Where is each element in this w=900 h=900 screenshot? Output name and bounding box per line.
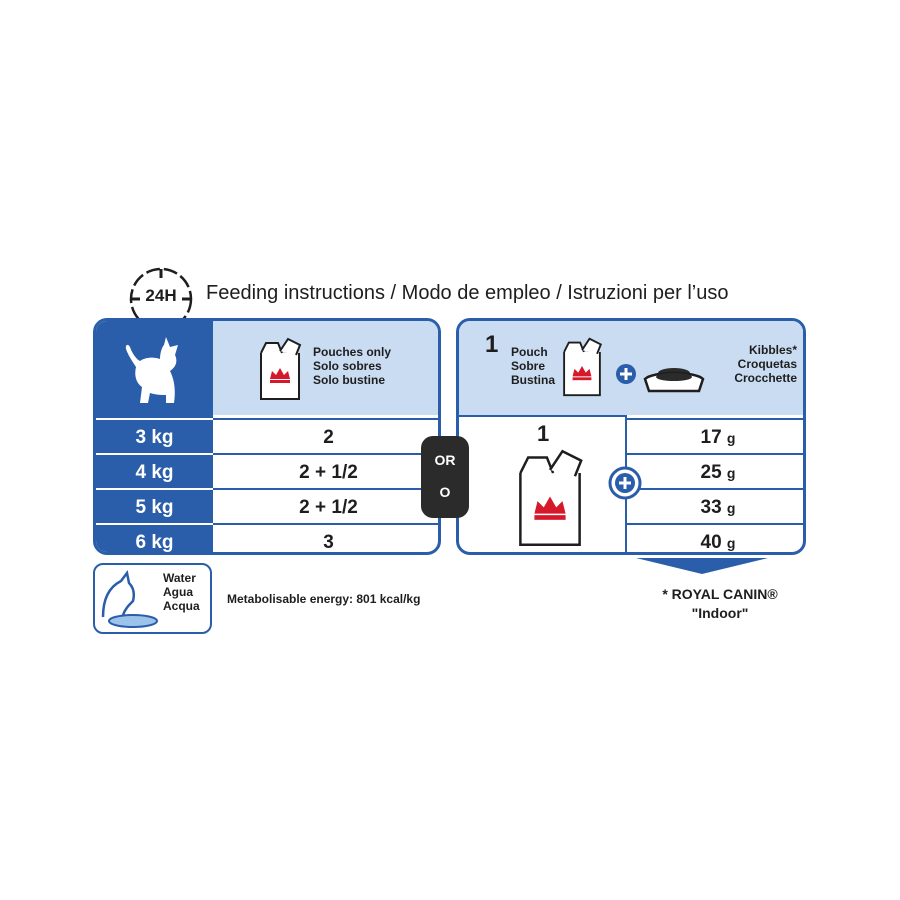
kibble-unit: g xyxy=(726,500,736,516)
pouch-label-es: Sobre xyxy=(511,359,546,373)
weight-cell: 3 kg xyxy=(96,418,213,453)
pouch-header-cell: Pouches only Solo sobres Solo bustine xyxy=(213,321,438,415)
or-label-es: O xyxy=(439,484,451,500)
kibble-unit: g xyxy=(726,465,736,481)
pouch-count-cell: 2 + 1/2 xyxy=(213,453,438,488)
kibble-amount-cell: 25 g xyxy=(627,453,803,488)
kibble-amount-value: 17 xyxy=(700,427,722,448)
plus-icon xyxy=(616,364,636,384)
pouch-label-it: Solo bustine xyxy=(313,373,385,387)
cat-header-cell xyxy=(96,321,213,415)
kibble-amount-cell: 17 g xyxy=(627,418,803,453)
pouch-label-en: Pouches only xyxy=(313,345,392,359)
clock-label: 24H xyxy=(145,286,177,305)
kibbles-label-es: Croquetas xyxy=(737,357,797,371)
kibble-amount-cell: 40 g xyxy=(627,523,803,553)
mixed-feeding-table: 1 Pouch Sobre Bustina Kibbles* Croquetas… xyxy=(456,318,806,555)
kibble-unit: g xyxy=(726,535,736,551)
page-title: Feeding instructions / Modo de empleo / … xyxy=(206,282,729,304)
kibble-bowl-icon xyxy=(643,368,705,393)
water-label-it: Acqua xyxy=(163,599,200,613)
kibble-amount-value: 33 xyxy=(700,497,722,518)
kibbles-label-en: Kibbles* xyxy=(748,343,797,357)
footnote-product: "Indoor" xyxy=(691,605,749,621)
weight-column xyxy=(96,415,213,552)
cat-drinking-water-icon xyxy=(101,570,158,628)
kibble-amount-value: 40 xyxy=(700,532,722,553)
footnote-brand: * ROYAL CANIN® xyxy=(662,586,778,602)
pouch-count-cell: 2 + 1/2 xyxy=(213,488,438,523)
weight-cell: 5 kg xyxy=(96,488,213,523)
cat-icon xyxy=(125,337,178,403)
water-label-en: Water xyxy=(163,571,196,585)
pouches-only-table: Pouches only Solo sobres Solo bustine 3 … xyxy=(93,318,441,555)
pouch-icon xyxy=(563,337,603,397)
pouch-label-en: Pouch xyxy=(511,345,548,359)
weight-cell: 6 kg xyxy=(96,523,213,552)
pouch-label-it: Bustina xyxy=(511,373,556,387)
pouch-icon xyxy=(260,337,302,400)
weight-cell: 4 kg xyxy=(96,453,213,488)
metabolisable-energy: Metabolisable energy: 801 kcal/kg xyxy=(227,592,421,606)
pouch-count: 1 xyxy=(485,331,499,358)
kibble-amount-cell: 33 g xyxy=(627,488,803,523)
pouch-icon xyxy=(519,449,583,547)
or-badge: OR O xyxy=(421,436,469,518)
footnote: * ROYAL CANIN® "Indoor" xyxy=(620,585,820,623)
kibble-unit: g xyxy=(726,430,736,446)
kibbles-label-it: Crocchette xyxy=(734,371,797,385)
plus-circle-icon xyxy=(608,466,642,500)
water-box: Water Agua Acqua xyxy=(93,563,212,634)
arrow-down-icon xyxy=(636,558,768,574)
pouch-count-cell: 2 xyxy=(213,418,438,453)
or-label-en: OR xyxy=(434,452,456,468)
kibble-amount-value: 25 xyxy=(700,462,722,483)
water-label-es: Agua xyxy=(163,585,193,599)
single-pouch-cell: 1 xyxy=(459,415,625,552)
pouch-count-cell: 3 xyxy=(213,523,438,552)
big-pouch-count: 1 xyxy=(537,421,550,446)
mixed-header: 1 Pouch Sobre Bustina Kibbles* Croquetas… xyxy=(459,321,803,415)
pouch-label-es: Solo sobres xyxy=(313,359,382,373)
